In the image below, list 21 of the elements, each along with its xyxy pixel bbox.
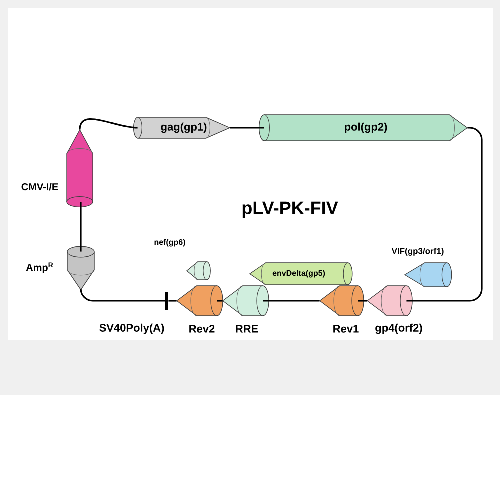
feature-label: RRE xyxy=(236,325,258,333)
gene-segment: pol(gp2) xyxy=(258,114,468,142)
feature-label: CMV-I/E xyxy=(22,183,58,191)
backbone-line xyxy=(80,202,82,252)
gene-segment: gag(gp1) xyxy=(133,117,230,139)
feature-label: nef(gp6) xyxy=(154,239,186,247)
feature-label: VIF(gp3/orf1) xyxy=(392,248,444,256)
feature-label: Amp$^{R}$ xyxy=(26,262,54,274)
feature-label: Rev2 xyxy=(190,325,215,333)
backbone-line xyxy=(230,127,264,129)
backbone-line xyxy=(168,300,177,302)
backbone-line xyxy=(217,300,223,302)
backbone-line xyxy=(263,300,320,302)
gene-segment: envDelta(gp5) xyxy=(250,262,353,286)
backbone-line xyxy=(406,127,483,302)
plasmid-title: pLV-PK-FIV xyxy=(242,202,338,218)
backbone-line xyxy=(358,300,368,302)
feature-label: Rev1 xyxy=(334,325,359,333)
feature-label: SV40Poly(A) xyxy=(100,324,164,334)
feature-label: gp4(orf2) xyxy=(376,324,422,334)
backbone-line xyxy=(80,288,166,302)
